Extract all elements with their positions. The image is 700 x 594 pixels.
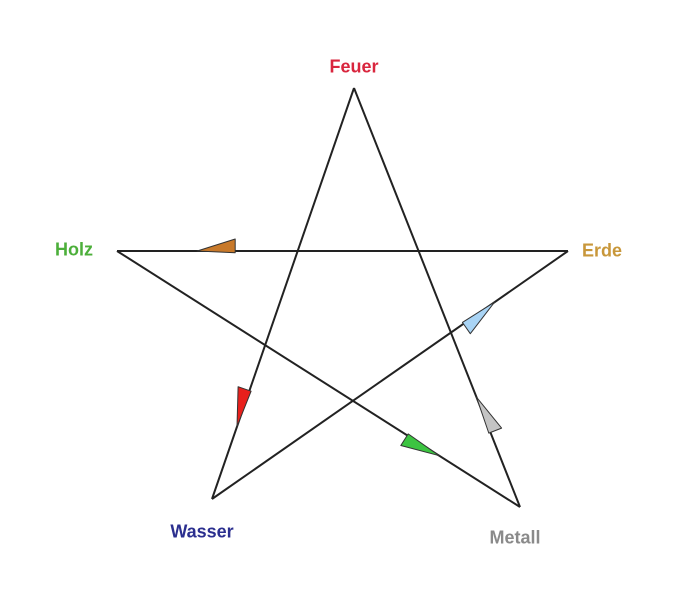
edge-holz-metall: [116, 250, 521, 508]
node-label-erde: Erde: [581, 240, 623, 261]
node-label-feuer: Feuer: [329, 56, 379, 77]
node-label-wasser: Wasser: [170, 521, 234, 542]
edge-wasser-erde: [211, 250, 569, 500]
edge-metall-feuer: [353, 87, 521, 508]
node-label-metall: Metall: [489, 527, 541, 548]
arrow-wasser-to-erde: [461, 301, 496, 335]
arrow-holz-to-metall: [400, 433, 440, 457]
edge-feuer-wasser: [211, 87, 355, 500]
arrow-erde-to-holz: [196, 238, 236, 254]
arrow-metall-to-feuer: [476, 396, 503, 434]
node-label-holz: Holz: [55, 239, 93, 260]
arrow-feuer-to-wasser: [236, 386, 252, 427]
